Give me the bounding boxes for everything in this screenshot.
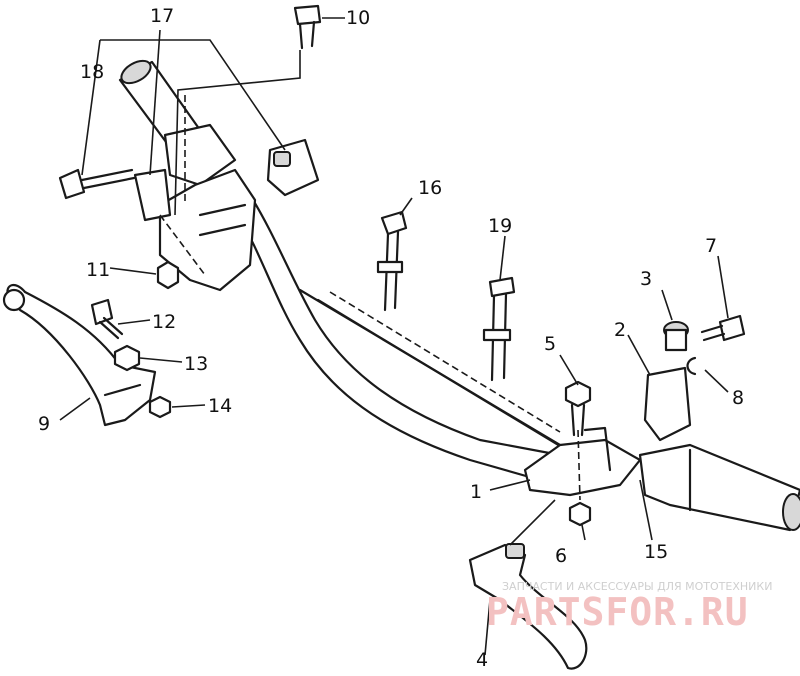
left-grip-assembly: [118, 59, 320, 292]
cable-straps: [376, 210, 516, 382]
callout-14: 14: [208, 395, 232, 417]
callout-18: 18: [80, 61, 104, 83]
handlebar: [233, 193, 577, 482]
callout-labels: 17 10 18 11 12 13 14 9 16 19 5 2 3 7 8 1…: [38, 5, 744, 671]
leader-lines: [59, 17, 729, 656]
right-lever: [468, 543, 588, 670]
callout-4: 4: [476, 649, 488, 671]
left-lever: [2, 283, 157, 427]
watermark: ЗАПЧАСТИ И АКСЕССУАРЫ ДЛЯ МОТОТЕХНИКИ PA…: [486, 580, 772, 634]
callout-16: 16: [418, 177, 442, 199]
watermark-brand: PARTSFOR.RU: [486, 590, 749, 634]
callout-12: 12: [152, 311, 176, 333]
callout-9: 9: [38, 413, 50, 435]
callout-7: 7: [705, 235, 717, 257]
callout-19: 19: [488, 215, 512, 237]
callout-6: 6: [555, 545, 567, 567]
callout-5: 5: [544, 333, 556, 355]
callout-8: 8: [732, 387, 744, 409]
right-clamp-assembly: [643, 314, 746, 442]
callout-2: 2: [614, 319, 626, 341]
watermark-caption: ЗАПЧАСТИ И АКСЕССУАРЫ ДЛЯ МОТОТЕХНИКИ: [502, 580, 772, 593]
callout-11: 11: [86, 259, 110, 281]
callout-13: 13: [184, 353, 208, 375]
callout-3: 3: [640, 268, 652, 290]
callout-17: 17: [150, 5, 174, 27]
right-grip-assembly: [523, 426, 800, 532]
callout-15: 15: [644, 541, 668, 563]
left-hardware: [58, 4, 322, 419]
callout-1: 1: [470, 481, 482, 503]
callout-10: 10: [346, 7, 370, 29]
right-hardware: [564, 380, 592, 527]
